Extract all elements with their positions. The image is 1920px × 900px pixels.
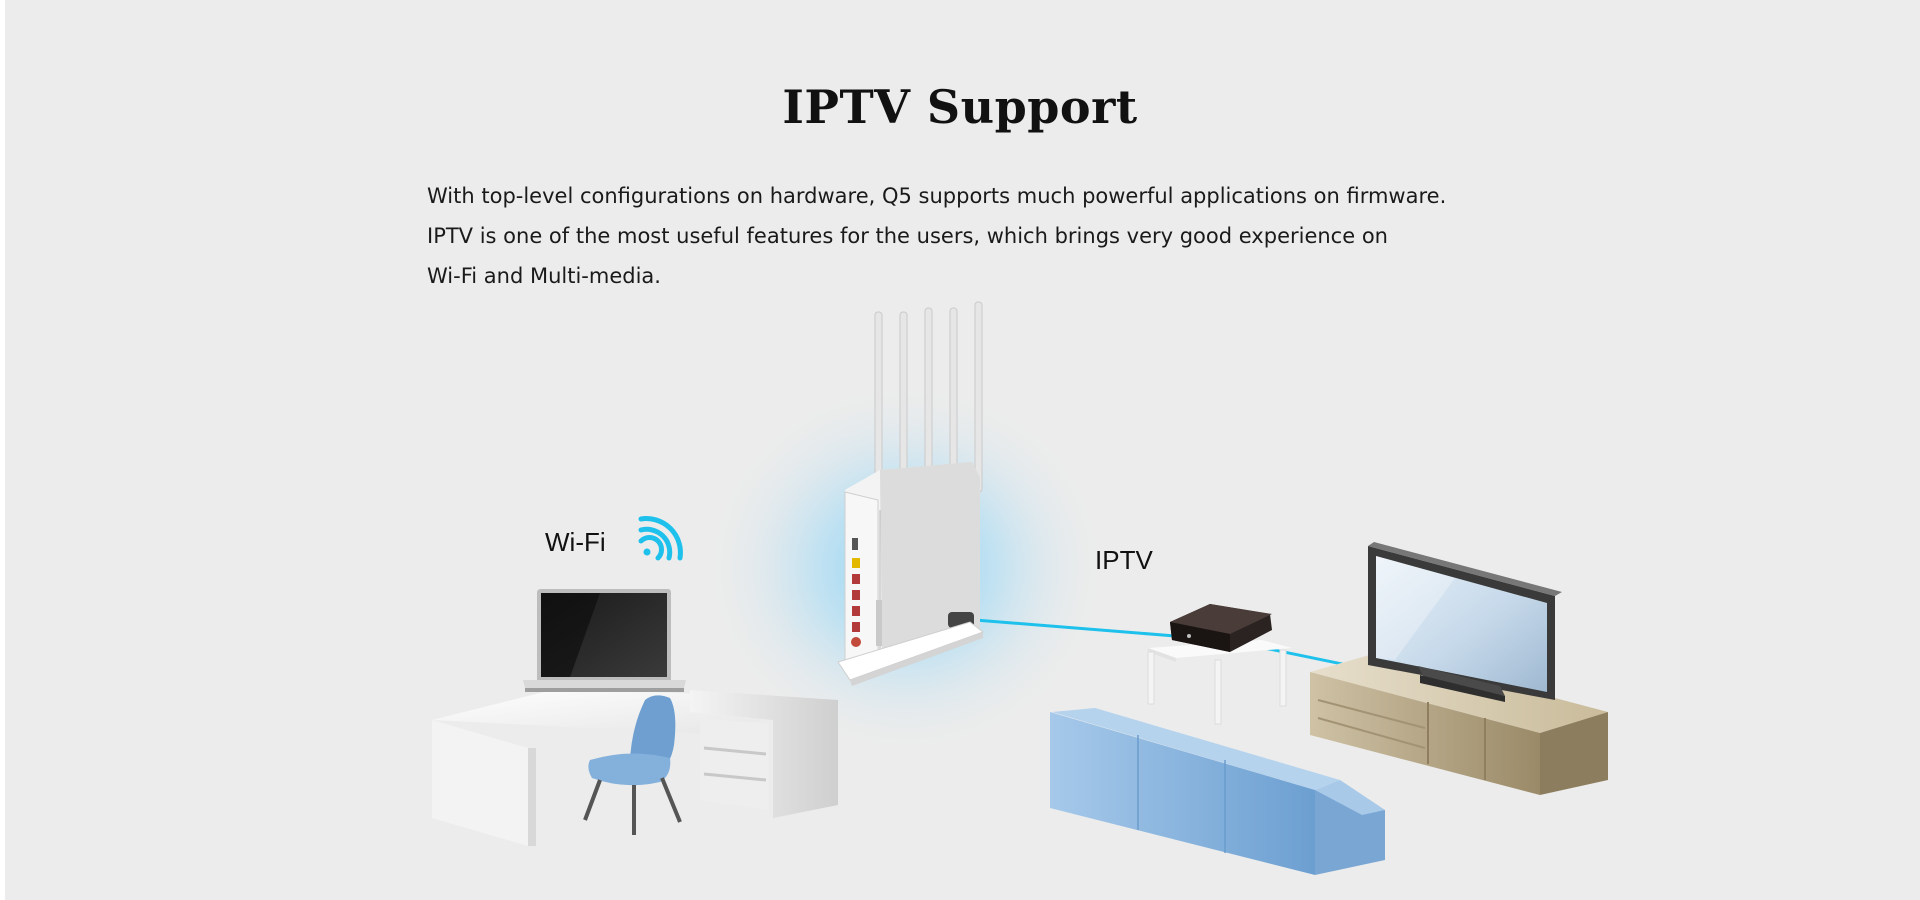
side-table	[1147, 640, 1292, 725]
router	[837, 301, 985, 686]
wifi-icon	[638, 516, 683, 561]
description-line-3: Wi-Fi and Multi-media.	[427, 264, 661, 288]
sofa	[1050, 708, 1385, 875]
television	[1368, 542, 1562, 702]
set-top-box	[1170, 604, 1272, 652]
description: With top-level configurations on hardwar…	[427, 176, 1567, 296]
tv-cabinet	[1310, 652, 1608, 795]
page-title: IPTV Support	[782, 80, 1138, 134]
iptv-label: IPTV	[1095, 545, 1153, 575]
laptop	[523, 589, 686, 692]
desk	[432, 688, 838, 846]
description-line-2: IPTV is one of the most useful features …	[427, 224, 1388, 248]
chair	[583, 695, 682, 835]
description-line-1: With top-level configurations on hardwar…	[427, 184, 1447, 208]
wifi-label: Wi-Fi	[545, 527, 606, 557]
